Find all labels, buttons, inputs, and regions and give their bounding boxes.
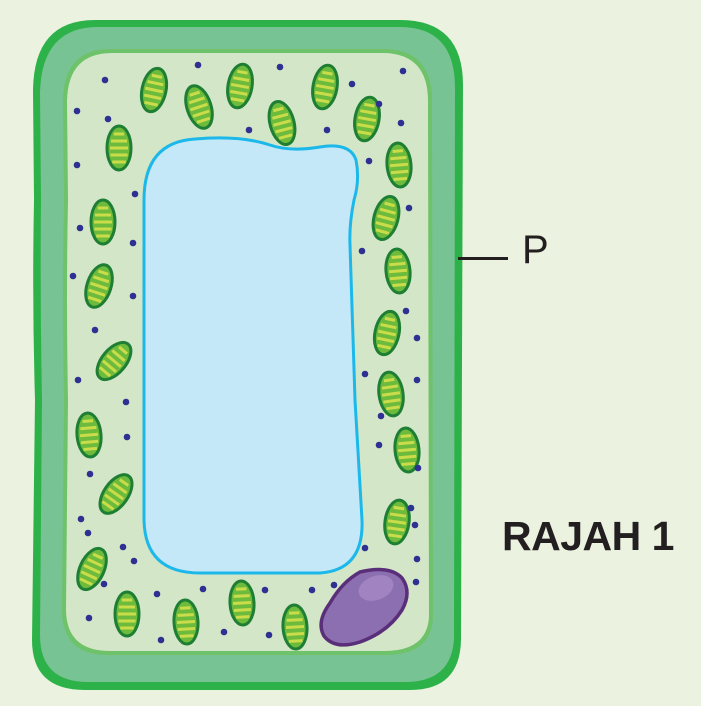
granule: [69, 272, 77, 280]
granule: [123, 433, 131, 441]
granule: [330, 581, 338, 589]
granule: [73, 107, 81, 115]
chloroplasts-group: [75, 62, 421, 651]
granule: [74, 376, 82, 384]
chloroplast: [393, 426, 421, 474]
chloroplast: [76, 546, 108, 592]
chloroplast: [89, 198, 117, 246]
granule: [323, 126, 331, 134]
chloroplast: [385, 141, 413, 189]
granule: [377, 412, 385, 420]
label-p-leader-line: [458, 257, 508, 260]
chloroplast: [371, 195, 401, 241]
granule: [412, 578, 420, 586]
granule: [199, 585, 207, 593]
granule: [261, 586, 269, 594]
granule: [361, 544, 369, 552]
granule: [402, 307, 410, 315]
granule: [413, 334, 421, 342]
granule: [130, 557, 138, 565]
label-p: P: [522, 228, 549, 272]
granule: [407, 504, 415, 512]
granule: [308, 586, 316, 594]
chloroplast: [281, 603, 309, 651]
chloroplast: [113, 590, 141, 638]
granule: [73, 161, 81, 169]
chloroplast: [267, 100, 297, 146]
chloroplast: [184, 84, 214, 130]
granule: [265, 631, 273, 639]
granule: [358, 247, 366, 255]
granule: [129, 239, 137, 247]
vacuole: [142, 136, 364, 575]
granule: [413, 555, 421, 563]
chloroplast: [384, 247, 412, 295]
granules-group: [69, 61, 422, 644]
granule: [405, 204, 413, 212]
granule: [76, 224, 84, 232]
chloroplast: [139, 66, 169, 114]
granule: [153, 590, 161, 598]
granule: [119, 543, 127, 551]
chloroplast: [105, 124, 133, 172]
chloroplast: [228, 579, 256, 627]
granule: [411, 521, 419, 529]
granule: [361, 370, 369, 378]
granule: [276, 63, 284, 71]
granule: [365, 157, 373, 165]
chloroplast: [372, 309, 402, 357]
granule: [194, 61, 202, 69]
chloroplast: [75, 411, 103, 459]
chloroplast: [353, 95, 381, 143]
chloroplast: [95, 340, 133, 382]
chloroplast: [311, 63, 339, 111]
granule: [77, 515, 85, 523]
granule: [131, 190, 139, 198]
figure-caption: RAJAH 1: [502, 513, 674, 559]
granule: [414, 464, 422, 472]
granule: [375, 441, 383, 449]
granule: [101, 76, 109, 84]
granule: [100, 580, 108, 588]
chloroplast: [226, 62, 254, 110]
chloroplast: [172, 598, 200, 646]
granule: [245, 126, 253, 134]
granule: [85, 614, 93, 622]
chloroplast: [383, 498, 411, 546]
granule: [104, 115, 112, 123]
granule: [84, 529, 92, 537]
granule: [157, 636, 165, 644]
nucleus: [319, 567, 409, 647]
granule: [399, 67, 407, 75]
granule: [413, 376, 421, 384]
granule: [375, 100, 383, 108]
chloroplast: [377, 370, 405, 418]
granule: [129, 292, 137, 300]
granule: [220, 628, 228, 636]
granule: [91, 326, 99, 334]
granule: [397, 119, 405, 127]
chloroplast: [84, 263, 114, 309]
granule: [122, 398, 130, 406]
chloroplast: [98, 473, 134, 515]
granule: [348, 80, 356, 88]
granule: [86, 470, 94, 478]
